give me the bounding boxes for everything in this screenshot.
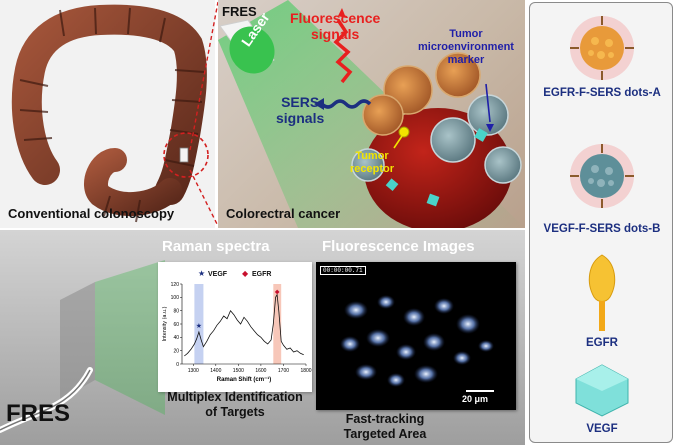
raman-x-tick-label: 1300 — [188, 368, 199, 374]
sers-line-2: signals — [276, 110, 325, 126]
raman-x-axis-label: Raman Shift (cm⁻¹) — [217, 376, 272, 383]
vegf-molecule-icon — [575, 364, 629, 417]
fres-probe — [0, 260, 165, 433]
fluorescence-cells — [340, 295, 494, 387]
raman-y-tick-label: 0 — [176, 362, 179, 368]
sers-dot-a — [362, 94, 404, 136]
raman-peak-marker-egfr: ◆ — [275, 288, 280, 295]
raman-x-tick-label: 1400 — [210, 368, 221, 374]
raman-y-axis-label: Intensity (a.u.) — [162, 306, 168, 341]
tumor-receptor-label: Tumor receptor — [350, 150, 394, 176]
egfr-sers-dot-icon — [570, 16, 634, 80]
raman-legend-label-vegf: VEGF — [208, 271, 228, 278]
sers-signals-label: SERS signals — [276, 94, 324, 126]
sers-dot-b — [430, 117, 476, 163]
raman-peak-marker-vegf: ★ — [196, 322, 202, 330]
raman-caption: Multiplex Identification of Targets — [158, 390, 312, 420]
raman-band-vegf — [194, 284, 204, 364]
fluor-caption-line-2: Targeted Area — [343, 427, 427, 441]
raman-chart: 1300 1400 1500 1600 1700 1800 0 20 40 60 80 100 120R… — [162, 269, 312, 383]
receptor-line-2: receptor — [350, 163, 395, 175]
egfr-receptor-icon — [588, 254, 616, 331]
raman-x-tick-label: 1600 — [255, 368, 266, 374]
scale-bar — [466, 390, 494, 392]
receptor-marker — [398, 126, 410, 138]
marker-line-3: marker — [447, 54, 485, 66]
fluor-caption-line-1: Fast-tracking — [345, 412, 425, 426]
colorectal-cancer-caption: Colorectral cancer — [226, 206, 341, 221]
imaging-panel: FRES Raman spectra Fluorescence Images 1… — [0, 230, 525, 445]
sers-dot-b — [467, 94, 509, 136]
cancer-scene — [218, 0, 525, 228]
zoom-connector — [189, 1, 219, 227]
legend-label-egfr: EGFR — [586, 337, 618, 349]
legend-label-egfr-dots: EGFR-F-SERS dots-A — [543, 87, 661, 99]
fres-label-bottom: FRES — [6, 400, 71, 427]
colon-illustration — [11, 4, 209, 223]
microenvironment-marker — [385, 178, 399, 192]
legend-label-vegf: VEGF — [586, 423, 618, 435]
fres-label-top: FRES — [222, 4, 257, 19]
fluorescence-line-2: signals — [311, 26, 360, 42]
raman-x-tick-label: 1500 — [233, 368, 244, 374]
raman-series-line — [184, 293, 304, 357]
sers-dot-b — [484, 146, 522, 184]
raman-y-tick-label: 60 — [173, 322, 179, 328]
raman-caption-line-2: of Targets — [205, 405, 265, 419]
fluorescence-wave — [333, 19, 353, 84]
marker-line-2: microenvironment — [418, 41, 514, 53]
raman-y-tick-label: 40 — [173, 335, 179, 341]
raman-y-tick-label: 120 — [171, 282, 180, 288]
cancer-scene-panel: FRES Laser Fluorescence signals SERS sig… — [218, 0, 525, 228]
receptor-line-1: Tumor — [355, 150, 389, 162]
fluorescence-caption: Fast-tracking Targeted Area — [340, 412, 430, 442]
legend-label-vegf-dots: VEGF-F-SERS dots-B — [543, 223, 661, 235]
raman-x-tick-label: 1700 — [278, 368, 289, 374]
tumor-marker-label: Tumor microenvironment marker — [418, 28, 514, 67]
raman-y-tick-label: 80 — [173, 308, 179, 314]
fluorescence-signals-label: Fluorescence signals — [290, 10, 380, 42]
sers-dot-a — [435, 52, 481, 98]
sers-dot-b — [351, 148, 385, 182]
fluorescence-image: 00:00:00.71 20 μm — [316, 262, 516, 410]
microenvironment-marker — [426, 193, 440, 207]
raman-legend-symbol-egfr: ◆ — [242, 269, 249, 278]
sers-line-1: SERS — [281, 94, 320, 110]
raman-y-tick-label: 20 — [173, 348, 179, 354]
colonoscopy-caption: Conventional colonoscopy — [8, 206, 175, 221]
raman-x-tick-label: 1800 — [300, 368, 311, 374]
raman-caption-line-1: Multiplex Identification — [167, 390, 303, 404]
raman-legend-label-egfr: EGFR — [252, 271, 271, 278]
fluorescence-title: Fluorescence Images — [322, 238, 475, 255]
timestamp-box: 00:00:00.71 — [320, 266, 366, 275]
scale-bar-label: 20 μm — [462, 394, 489, 404]
marker-line-1: Tumor — [449, 28, 483, 40]
fluorescence-line-1: Fluorescence — [290, 10, 381, 26]
raman-legend-symbol-vegf: ★ — [198, 269, 205, 278]
legend-panel: EGFR-F-SERS dots-A VEGF-F-SERS dots-B EG… — [529, 2, 673, 443]
raman-y-tick-label: 100 — [171, 295, 180, 301]
raman-band-egfr — [273, 284, 282, 364]
colonoscopy-panel: Conventional colonoscopy — [0, 0, 215, 228]
raman-title: Raman spectra — [162, 238, 270, 255]
vegf-sers-dot-icon — [570, 144, 634, 208]
sers-wave — [320, 99, 372, 109]
microenvironment-marker — [474, 128, 488, 142]
